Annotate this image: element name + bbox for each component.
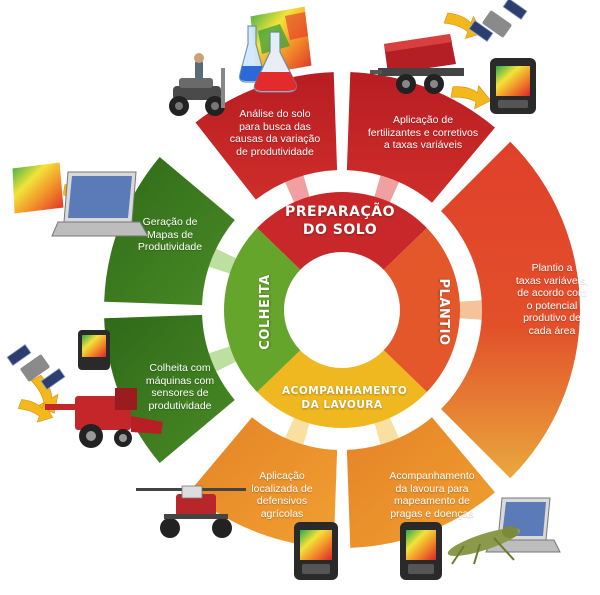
gps-monitor-icon <box>490 58 536 114</box>
flow-arrow-icon <box>17 399 54 423</box>
outer-segment-geracao-mapas <box>104 157 235 306</box>
center-label-acompanhamento: ACOMPANHAMENTO DA LAVOURA <box>282 385 408 411</box>
center-label-preparacao: PREPARAÇÃO DO SOLO <box>284 204 396 238</box>
grasshopper-icon <box>447 526 521 565</box>
connector-layer <box>206 173 484 447</box>
label-aplicacao-defensivos: Aplicação localizada de defensivos agríc… <box>251 470 313 520</box>
outer-segment-plantio <box>440 141 580 479</box>
label-geracao-mapas: Geração de Mapas de Produtividade <box>137 216 203 253</box>
gps-monitor-icon <box>78 330 110 370</box>
label-analise-solo: Análise do solo para busca das causas da… <box>229 108 321 158</box>
inner-segment-preparacao <box>257 191 427 270</box>
inner-ring <box>223 191 461 428</box>
flow-arrow-icon <box>443 12 484 40</box>
gps-satellite-icon <box>6 344 66 390</box>
gps-monitor-icon <box>400 522 442 580</box>
yield-map-icon <box>11 161 65 215</box>
gps-satellite-icon <box>468 0 528 42</box>
combine-harvester-icon <box>45 388 163 448</box>
fertilizer-spreader-icon <box>370 34 464 94</box>
atv-soil-sampler-icon <box>169 53 225 116</box>
center-label-plantio: PLANTIO <box>436 278 451 346</box>
outer-segment-acomp-pragas <box>346 417 495 548</box>
outer-ring <box>104 72 580 548</box>
connector-bar <box>206 247 238 275</box>
center-label-colheita: COLHEITA <box>258 274 273 350</box>
connector-bar <box>284 173 311 205</box>
connector-bar <box>373 173 400 205</box>
connector-bar <box>373 415 400 447</box>
connector-bar <box>206 345 238 373</box>
label-acompanhamento-pragas: Acompanhamento da lavoura para mapeament… <box>389 470 475 520</box>
gps-monitor-icon <box>294 522 338 580</box>
outer-segment-aplicacao-fert <box>346 72 495 203</box>
inner-segment-acompanhamento <box>257 350 427 428</box>
label-plantio-taxas: Plantio a taxas variáveis, de acordo com… <box>515 262 589 337</box>
connector-bar <box>457 300 484 320</box>
lab-flask-icon <box>239 25 297 93</box>
label-aplicacao-fertilizantes: Aplicação de fertilizantes e corretivos … <box>367 114 479 151</box>
self-propelled-sprayer-icon <box>136 485 246 538</box>
laptop-icon <box>51 171 149 237</box>
flow-arrow-icon <box>450 84 492 110</box>
label-colheita-sensores: Colheita com máquinas com sensores de pr… <box>145 362 215 412</box>
outer-segment-analise <box>195 72 338 200</box>
connector-bar <box>284 415 311 447</box>
inner-segment-colheita <box>223 228 301 392</box>
inner-segment-plantio <box>383 228 461 392</box>
